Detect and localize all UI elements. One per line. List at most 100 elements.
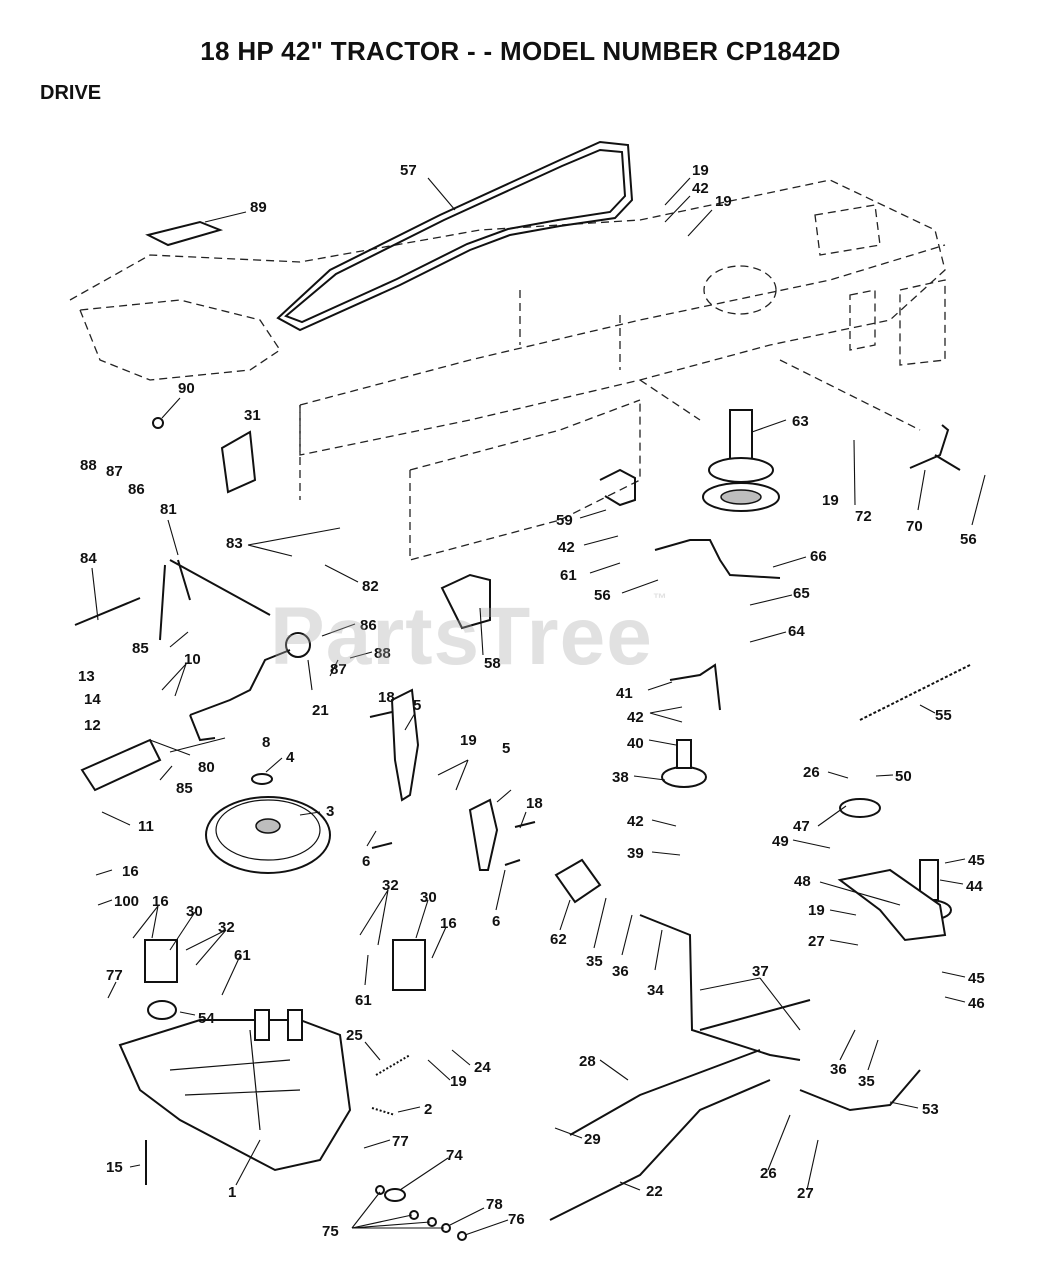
callout: 11	[138, 818, 154, 835]
callout: 41	[616, 685, 633, 702]
callout: 90	[178, 380, 195, 397]
callout: 83	[226, 535, 243, 552]
callout: 22	[646, 1183, 663, 1200]
callout: 10	[184, 651, 201, 668]
callout: 45	[968, 852, 985, 869]
callout: 16	[152, 893, 169, 910]
callout: 35	[586, 953, 603, 970]
callout: 65	[793, 585, 810, 602]
callout: 55	[935, 707, 952, 724]
callout: 39	[627, 845, 644, 862]
callout: 42	[558, 539, 575, 556]
callout: 77	[392, 1133, 409, 1150]
callout: 50	[895, 768, 912, 785]
callout: 89	[250, 199, 267, 216]
callout: 19	[715, 193, 732, 210]
callout: 37	[752, 963, 769, 980]
callout: 3	[326, 803, 334, 820]
callout: 19	[450, 1073, 467, 1090]
drive-belt	[276, 140, 634, 332]
callout: 8	[262, 734, 270, 751]
callout: 35	[858, 1073, 875, 1090]
callout: 2	[424, 1101, 432, 1118]
callout: 26	[760, 1165, 777, 1182]
callout: 56	[594, 587, 611, 604]
callout: 44	[966, 878, 983, 895]
callout: 72	[855, 508, 872, 525]
callout: 6	[492, 913, 500, 930]
callout: 24	[474, 1059, 491, 1076]
callout: 88	[80, 457, 97, 474]
callout: 58	[484, 655, 501, 672]
callout: 5	[502, 740, 510, 757]
callout: 85	[132, 640, 149, 657]
callout: 88	[374, 645, 391, 662]
callout: 27	[808, 933, 825, 950]
callout: 19	[808, 902, 825, 919]
callout: 28	[579, 1053, 596, 1070]
callout: 34	[647, 982, 664, 999]
callout: 6	[362, 853, 370, 870]
callout: 26	[803, 764, 820, 781]
callout: 59	[556, 512, 573, 529]
callout: 82	[362, 578, 379, 595]
callout: 100	[114, 893, 139, 910]
callout: 42	[627, 813, 644, 830]
callout: 75	[322, 1223, 339, 1240]
watermark: PartsTree™	[270, 590, 668, 682]
callout: 48	[794, 873, 811, 890]
frame-outline	[69, 179, 946, 561]
section-heading: DRIVE	[40, 82, 102, 104]
callout: 63	[792, 413, 809, 430]
callout: 16	[440, 915, 457, 932]
callout: 14	[84, 691, 101, 708]
callout: 86	[360, 617, 377, 634]
callout: 12	[84, 717, 101, 734]
callout: 61	[234, 947, 251, 964]
callout: 56	[960, 531, 977, 548]
callout: 25	[346, 1027, 363, 1044]
callout: 15	[106, 1159, 123, 1176]
callout: 5	[413, 697, 421, 714]
callout: 70	[906, 518, 923, 535]
callout: 4	[286, 749, 295, 766]
callout: 84	[80, 550, 97, 567]
callout: 30	[186, 903, 203, 920]
callout: 61	[355, 992, 372, 1009]
callout: 30	[420, 889, 437, 906]
callout: 87	[106, 463, 123, 480]
callout: 77	[106, 967, 123, 984]
callout: 74	[446, 1147, 463, 1164]
callout: 16	[122, 863, 139, 880]
callout: 81	[160, 501, 177, 518]
callout: 29	[584, 1131, 601, 1148]
callout: 57	[400, 162, 417, 179]
callout: 85	[176, 780, 193, 797]
callout: 47	[793, 818, 810, 835]
callout: 19	[460, 732, 477, 749]
callout: 76	[508, 1211, 525, 1228]
callout: 18	[526, 795, 543, 812]
callout: 32	[382, 877, 399, 894]
callout: 40	[627, 735, 644, 752]
callout: 42	[692, 180, 709, 197]
callout: 18	[378, 689, 395, 706]
part-shapes	[74, 220, 971, 1241]
callout: 19	[822, 492, 839, 509]
callout: 19	[692, 162, 709, 179]
page-title: 18 HP 42" TRACTOR - - MODEL NUMBER CP184…	[200, 36, 841, 66]
callout: 42	[627, 709, 644, 726]
callout: 87	[330, 661, 347, 678]
callout: 31	[244, 407, 261, 424]
callout: 46	[968, 995, 985, 1012]
callout: 45	[968, 970, 985, 987]
callout: 53	[922, 1101, 939, 1118]
callout: 27	[797, 1185, 814, 1202]
callout: 61	[560, 567, 577, 584]
leader-lines	[91, 177, 986, 1236]
callout: 21	[312, 702, 329, 719]
callout: 62	[550, 931, 567, 948]
callout-labels: 57 19 42 19 89 90 31 63 19 72 70 56 88 8…	[78, 162, 985, 1240]
callout: 36	[612, 963, 629, 980]
